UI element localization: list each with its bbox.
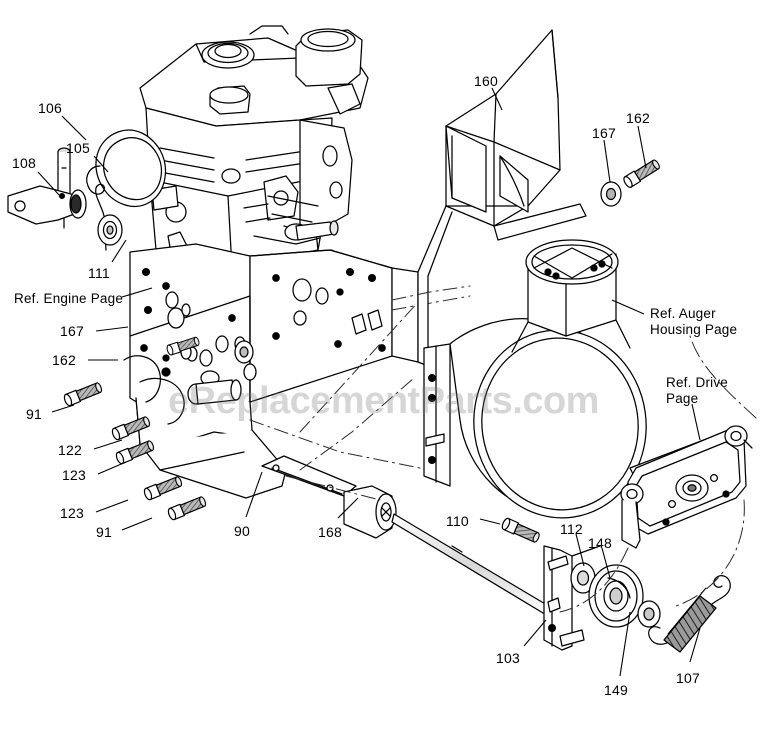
leader-line-123 xyxy=(95,499,129,513)
leader-line-148 xyxy=(601,547,611,579)
callout-label-90: 90 xyxy=(234,523,250,539)
leader-line-ref-engine xyxy=(121,287,153,298)
reference-note-ref-engine: Ref. Engine Page xyxy=(14,291,123,307)
frame-bolts-art xyxy=(62,335,254,522)
callout-label-168: 168 xyxy=(318,524,342,540)
leader-line-149 xyxy=(619,611,631,677)
reference-note-line: Ref. Drive xyxy=(666,375,729,390)
callout-label-122: 122 xyxy=(58,442,82,458)
drive-idler-art xyxy=(543,545,731,653)
leader-line-91 xyxy=(51,404,75,413)
leader-line-123 xyxy=(97,461,127,475)
leader-line-162 xyxy=(637,125,647,169)
leader-line-103 xyxy=(523,619,547,647)
callout-label-108: 108 xyxy=(12,155,36,171)
leader-line-90 xyxy=(245,471,263,518)
reference-note-line: Page xyxy=(666,390,699,406)
chute-cover-art xyxy=(417,29,662,367)
leader-line-167 xyxy=(603,139,611,183)
reference-note-line: Ref. Engine Page xyxy=(14,291,124,306)
callout-label-162: 162 xyxy=(52,352,76,368)
callout-label-160: 160 xyxy=(474,73,498,89)
leader-line-91 xyxy=(121,517,153,531)
leader-line-107 xyxy=(689,627,701,663)
callout-label-167: 167 xyxy=(60,323,84,339)
leader-line-110 xyxy=(479,518,501,525)
leader-line-112 xyxy=(575,533,585,567)
callout-label-91: 91 xyxy=(26,406,42,422)
leader-line-ref-auger xyxy=(611,299,645,315)
callout-label-149: 149 xyxy=(604,682,628,698)
roller-shaft-art xyxy=(343,485,553,617)
callout-label-123: 123 xyxy=(60,505,84,521)
callout-label-107: 107 xyxy=(676,670,700,686)
leader-line-167 xyxy=(95,326,129,332)
leader-line-108 xyxy=(37,171,61,197)
leader-line-160 xyxy=(491,87,503,111)
frame-chassis-art xyxy=(123,243,471,499)
callout-label-167: 167 xyxy=(592,125,616,141)
callout-label-103: 103 xyxy=(496,650,520,666)
reference-note-line: Ref. Auger xyxy=(650,306,716,321)
auger-housing-art xyxy=(423,239,647,519)
callout-label-110: 110 xyxy=(446,513,469,529)
leader-line-168 xyxy=(337,497,359,519)
clip-pin-handle-art xyxy=(7,129,167,251)
callout-label-105: 105 xyxy=(66,140,90,156)
callout-label-148: 148 xyxy=(588,535,612,551)
leader-line-106 xyxy=(61,115,87,141)
callout-label-123: 123 xyxy=(62,467,86,483)
leader-line-111 xyxy=(111,239,127,263)
leader-line-ref-drive xyxy=(691,403,701,441)
callout-label-106: 106 xyxy=(38,100,62,116)
leader-line-122 xyxy=(93,439,123,450)
engine-assembly-art xyxy=(139,25,369,285)
callout-label-112: 112 xyxy=(560,521,583,537)
callout-label-162: 162 xyxy=(626,110,650,126)
callout-label-111: 111 xyxy=(88,265,110,281)
drive-plate-art xyxy=(559,335,757,613)
reference-note-line: Housing Page xyxy=(650,321,738,337)
leader-line-105 xyxy=(93,155,109,173)
callout-label-91: 91 xyxy=(96,524,112,540)
